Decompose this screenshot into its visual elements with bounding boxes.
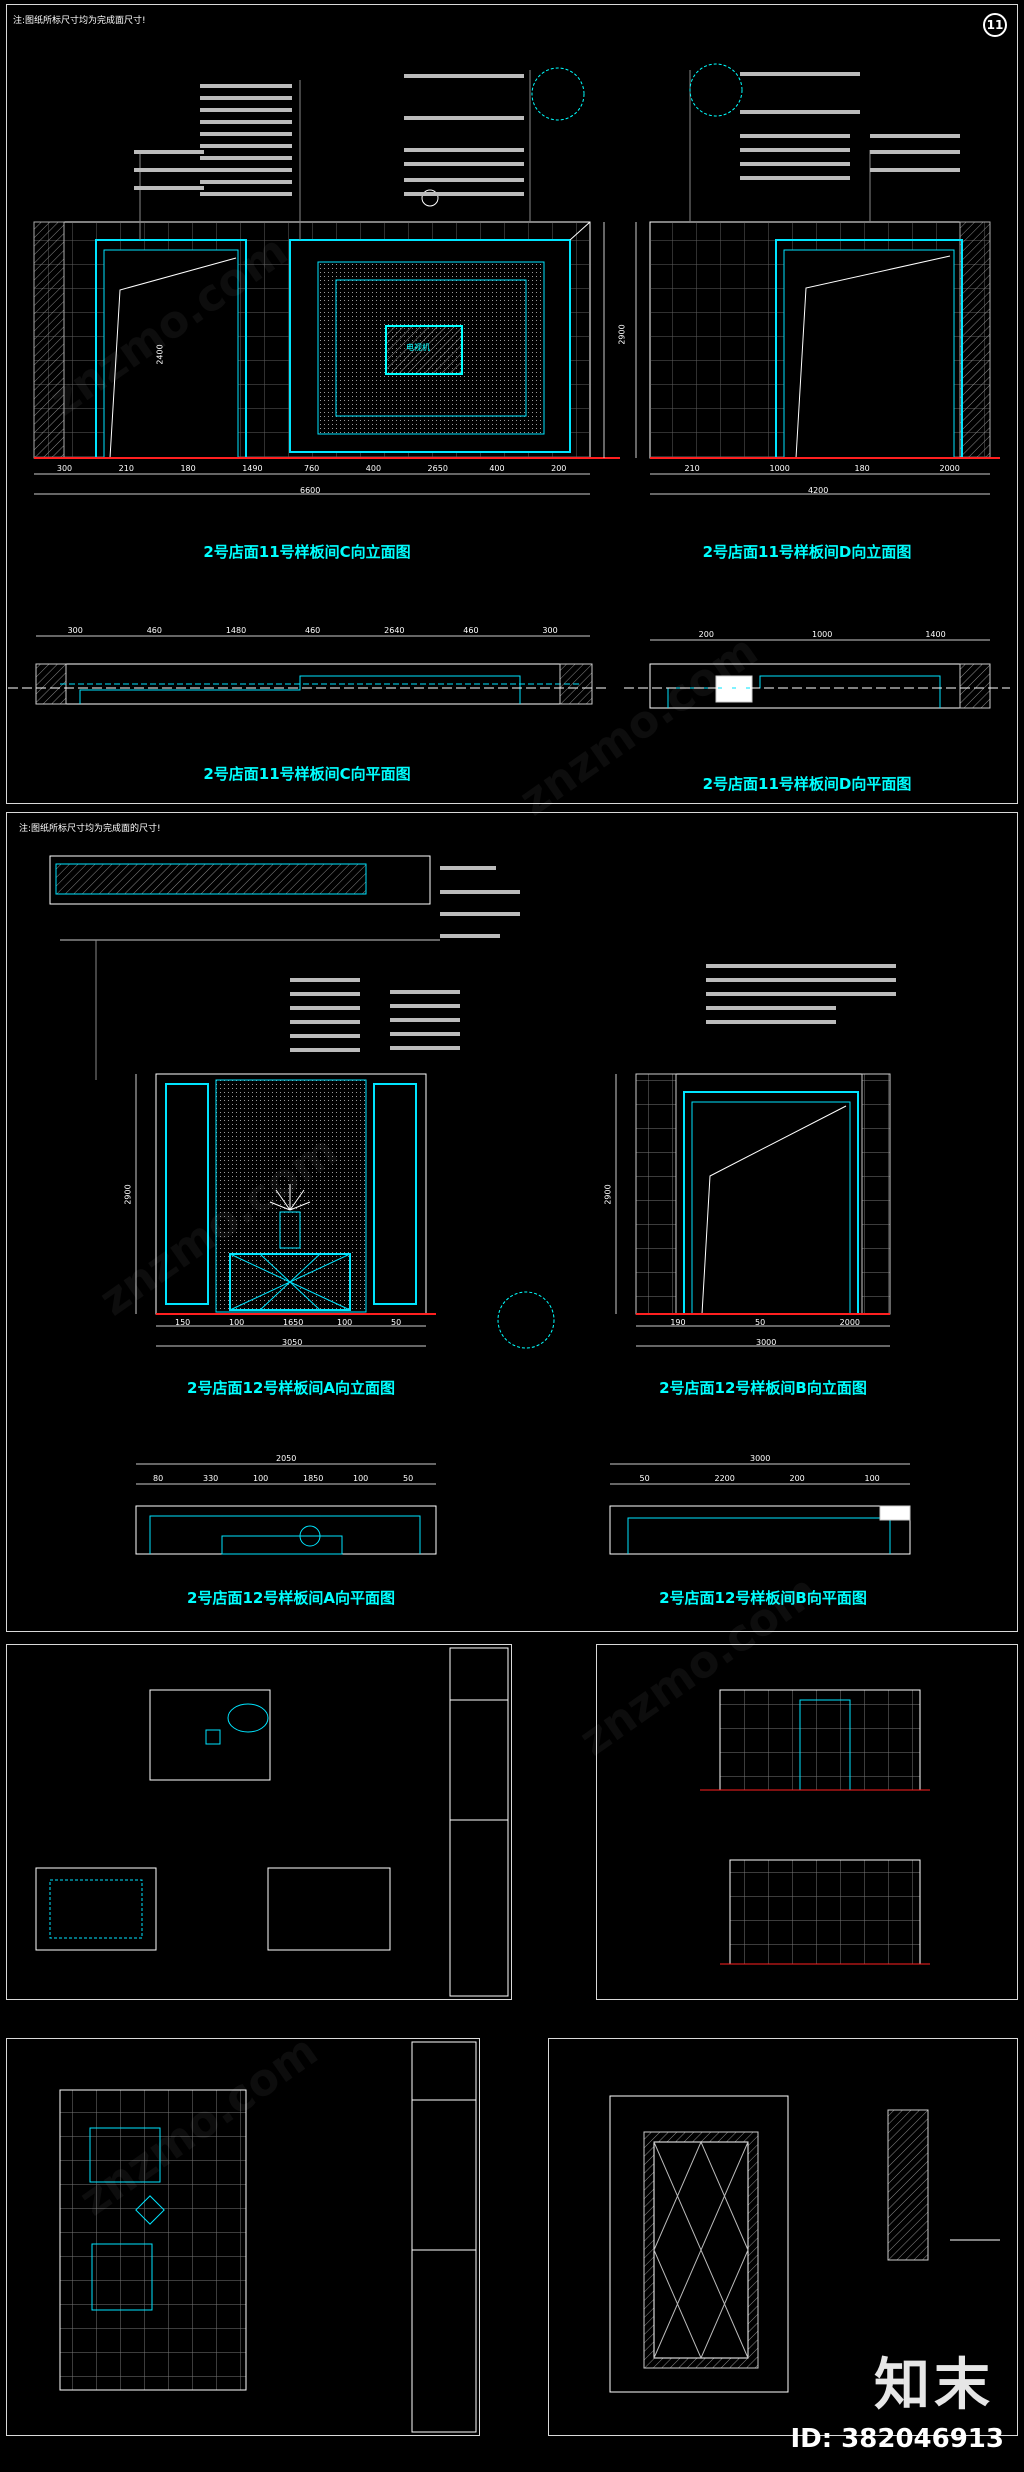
thumb-living-plan: [59, 2041, 477, 2433]
elevation-d-leader-notes: [740, 72, 960, 180]
title-plan-d: 2号店面11号样板间D向平面图: [702, 775, 912, 793]
dim-plan-a-seg: 100: [353, 1474, 369, 1483]
dim-plan-c-seg: 300: [67, 626, 83, 635]
dim-plan-d-seg: 200: [698, 630, 714, 639]
dim-d-total: 4200: [808, 486, 829, 495]
thumb-bathroom-plans: [35, 1647, 509, 1997]
dim-plan-d-seg: 1000: [812, 630, 833, 639]
dim-a-seg: 150: [175, 1318, 191, 1327]
dim-c-seg: 760: [304, 464, 320, 473]
dim-plan-c-seg: 460: [305, 626, 321, 635]
sheet2-note: 注:图纸所标尺寸均为完成面的尺寸!: [19, 824, 161, 834]
dim-height: 2900: [617, 324, 627, 345]
dim-a-seg: 50: [391, 1318, 402, 1327]
dim-b-seg: 2000: [839, 1318, 861, 1327]
dim-plan-a-seg: 100: [253, 1474, 269, 1483]
title-elev-b: 2号店面12号样板间B向立面图: [659, 1379, 867, 1397]
dim-b-seg: 50: [755, 1318, 766, 1327]
dim-c-seg: 400: [489, 464, 505, 473]
dim-door-height: 2400: [155, 344, 165, 365]
dim-plan-a-seg: 80: [153, 1474, 164, 1483]
title-plan-b: 2号店面12号样板间B向平面图: [659, 1589, 867, 1607]
thumb-sheet-bathroom-plans: [6, 1644, 512, 2000]
dim-plan-c-seg: 460: [146, 626, 162, 635]
dim-plan-a-seg: 1850: [303, 1474, 324, 1483]
dim-b-total: 3000: [756, 1338, 777, 1347]
dim-d-seg: 1000: [769, 464, 790, 473]
elevation-b: [497, 1073, 891, 1349]
dim-plan-c-seg: 1480: [225, 626, 247, 635]
dim-c-seg: 200: [551, 464, 567, 473]
dim-b-height: 2900: [603, 1184, 613, 1205]
plan-b: [609, 1463, 911, 1555]
dim-d-seg: 2000: [939, 464, 960, 473]
thumb-sheet-ceiling-plan: [548, 2038, 1018, 2436]
dim-plan-a-total: 2050: [276, 1454, 297, 1463]
dim-c-seg: 210: [118, 464, 134, 473]
dim-plan-c-seg: 460: [463, 626, 479, 635]
thumb-bathroom-elevations: [700, 1689, 930, 1965]
dim-a-seg: 1650: [283, 1318, 304, 1327]
dim-a-seg: 100: [229, 1318, 245, 1327]
dim-c-seg: 180: [180, 464, 196, 473]
dim-b-seg: 190: [670, 1318, 686, 1327]
dim-plan-b-seg: 50: [639, 1474, 650, 1483]
dim-plan-a-seg: 330: [203, 1474, 219, 1483]
plan-c: [8, 635, 608, 705]
dim-c-total: 6600: [300, 486, 321, 495]
dim-plan-b-seg: 100: [864, 1474, 880, 1483]
dim-a-seg: 100: [337, 1318, 353, 1327]
title-elev-a: 2号店面12号样板间A向立面图: [187, 1379, 395, 1397]
elevation-c: [33, 67, 620, 495]
dim-a-height: 2900: [123, 1184, 133, 1205]
dim-plan-d-seg: 1400: [925, 630, 946, 639]
title-plan-a: 2号店面12号样板间A向平面图: [187, 1589, 395, 1607]
elevation-c-leader-notes: [134, 74, 524, 196]
dim-plan-b-total: 3000: [750, 1454, 771, 1463]
title-elev-c: 2号店面11号样板间C向立面图: [203, 543, 411, 561]
dim-c-seg: 2650: [427, 464, 448, 473]
thumb-ceiling-plan: [609, 2095, 1000, 2393]
tv-label: 电视机: [406, 343, 430, 352]
dim-plan-b-seg: 2200: [714, 1474, 735, 1483]
sheet1-number-badge: 11: [983, 13, 1007, 37]
title-elev-d: 2号店面11号样板间D向立面图: [702, 543, 912, 561]
dim-plan-c-seg: 2640: [384, 626, 405, 635]
elevation-a: [49, 855, 440, 1347]
plan-a: [135, 1463, 437, 1555]
brand-logo-text: 知末: [874, 2353, 994, 2418]
dim-plan-a-seg: 50: [403, 1474, 414, 1483]
dim-c-seg: 400: [365, 464, 382, 473]
plan-d: [624, 639, 1010, 709]
dim-plan-b-seg: 200: [789, 1474, 805, 1483]
dim-c-seg: 300: [56, 464, 73, 473]
dim-a-total: 3050: [282, 1338, 303, 1347]
image-id: ID: 382046913: [790, 2424, 1004, 2454]
elevation-b-leader-notes: [706, 964, 896, 1024]
dim-d-seg: 180: [854, 464, 870, 473]
sheet1-note: 注:图纸所标尺寸均为完成面尺寸!: [13, 16, 146, 26]
elevation-a-leader-notes: [290, 866, 520, 1052]
dim-d-seg: 210: [684, 464, 700, 473]
dim-plan-c-seg: 300: [542, 626, 558, 635]
title-plan-c: 2号店面11号样板间C向平面图: [203, 765, 411, 783]
elevation-d: [635, 63, 1000, 495]
dim-c-seg: 1490: [242, 464, 263, 473]
